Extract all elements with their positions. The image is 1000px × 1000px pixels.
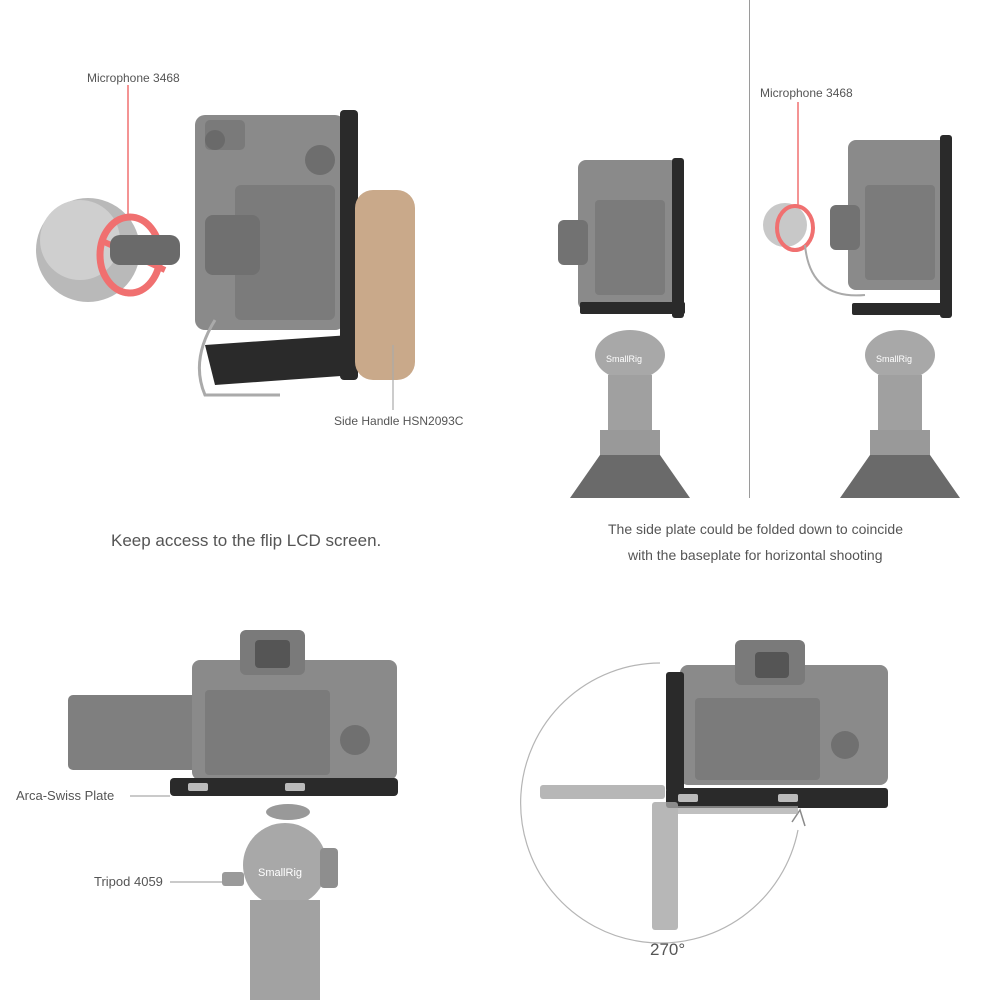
tripod-label: Tripod 4059: [94, 874, 163, 889]
l-bracket-base-plate: [666, 788, 888, 808]
camera-on-tripod-illustrations: SmallRig SmallRig: [558, 102, 960, 498]
panel-fold-side-plate: SmallRig SmallRig Microphone 3468 The si…: [500, 0, 1000, 580]
camera-vertical-setup: SmallRig: [558, 158, 690, 498]
microphone-label: Microphone 3468: [87, 71, 180, 85]
l-bracket-base-plate: [205, 335, 355, 385]
rotation-arrow-head: [791, 808, 806, 827]
camera-horizontal-tripod-illustration: SmallRig: [68, 630, 398, 1000]
folded-side-plate-ghost: [540, 785, 665, 799]
side-plate-rotation-illustration: [520, 640, 888, 944]
smallrig-mark: SmallRig: [876, 354, 912, 364]
camera-with-side-handle-illustration: [36, 85, 415, 410]
panel-270-rotation: 270°: [500, 580, 1000, 1000]
side-handle-label: Side Handle HSN2093C: [334, 414, 464, 428]
l-bracket-side-plate: [340, 110, 358, 380]
arca-swiss-plate-label: Arca-Swiss Plate: [16, 788, 115, 803]
camera-with-microphone-setup: SmallRig: [763, 102, 960, 498]
microphone-label: Microphone 3468: [760, 86, 853, 100]
fold-caption-line-1: The side plate could be folded down to c…: [608, 521, 903, 537]
panel-arca-tripod: SmallRig Arca-Swiss Plate Tripod 4059: [0, 580, 500, 1000]
smallrig-mark: SmallRig: [258, 867, 302, 879]
folded-side-plate-down-ghost: [652, 802, 678, 930]
wooden-side-handle: [355, 190, 415, 380]
rotation-arc: [520, 662, 799, 944]
panel-flip-screen: Microphone 3468 Side Handle HSN2093C Kee…: [0, 0, 500, 580]
fold-caption-line-2: with the baseplate for horizontal shooti…: [628, 547, 883, 563]
flip-screen-caption: Keep access to the flip LCD screen.: [111, 531, 382, 550]
l-bracket-side-plate: [666, 672, 684, 792]
smallrig-mark: SmallRig: [606, 354, 642, 364]
panel-divider: [749, 0, 750, 498]
rotation-angle-label: 270°: [650, 940, 686, 959]
arca-swiss-plate: [170, 778, 398, 796]
